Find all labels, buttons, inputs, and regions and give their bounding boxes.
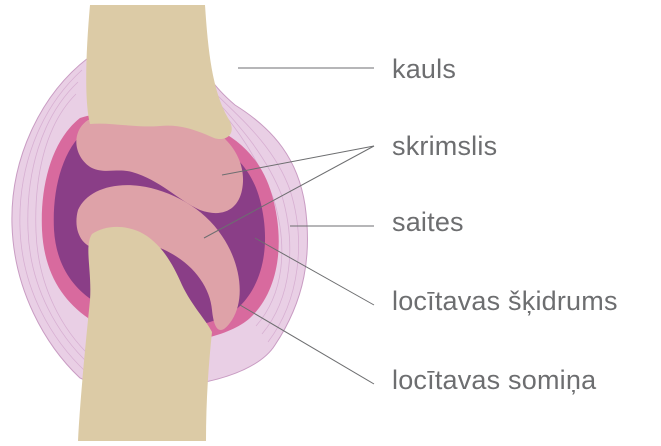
upper-bone-shape bbox=[86, 5, 232, 139]
label-cartilage: skrimslis bbox=[392, 133, 497, 160]
label-bone: kauls bbox=[392, 56, 456, 83]
label-ligaments: saites bbox=[392, 209, 464, 236]
label-joint-capsule: locītavas somiņa bbox=[392, 367, 596, 394]
label-synovial-fluid: locītavas šķidrums bbox=[392, 288, 618, 315]
